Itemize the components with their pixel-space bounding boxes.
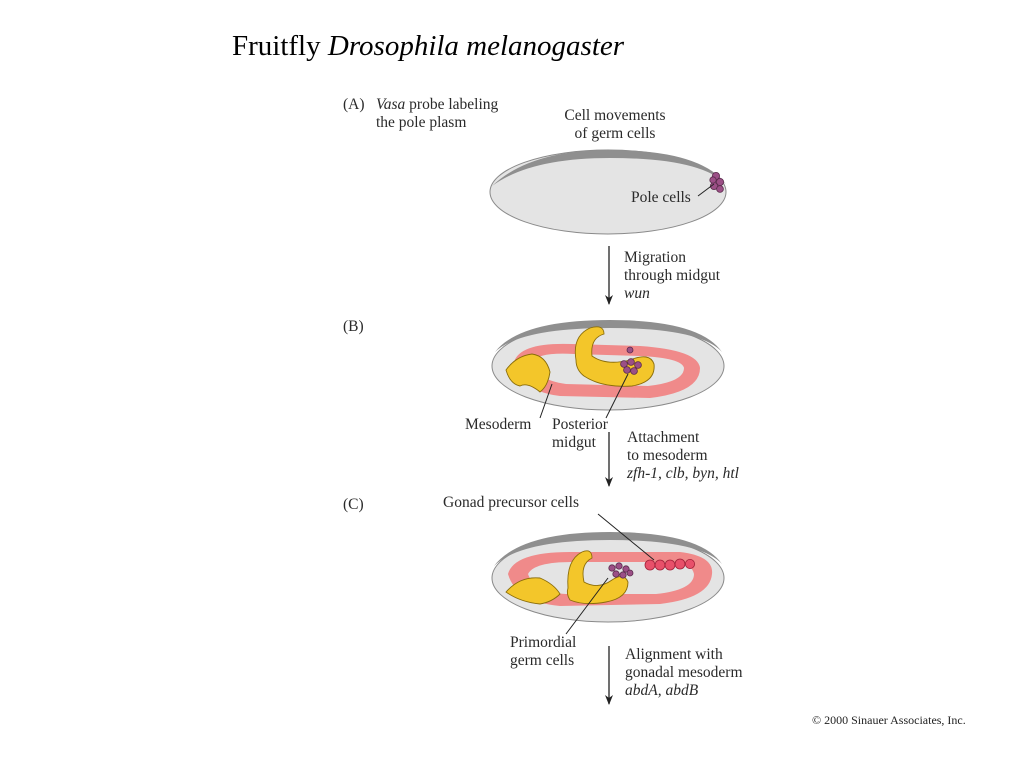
step-2-label: Attachment to mesoderm zfh-1, clb, byn, … <box>627 429 739 483</box>
step-2-line2: to mesoderm <box>627 447 708 464</box>
primordial-line1: Primordial <box>510 634 577 651</box>
pole-cell-cluster <box>709 171 725 193</box>
pole-cells-label: Pole cells <box>631 189 691 206</box>
copyright-notice: © 2000 Sinauer Associates, Inc. <box>812 713 966 727</box>
step-1-label: Migration through midgut wun <box>624 249 720 303</box>
embryo-c-posterior-midgut <box>566 550 629 605</box>
primordial-germ-cells-label: Primordial germ cells <box>510 634 576 670</box>
panel-c-tag: (C) <box>343 496 364 513</box>
cell-movements-line2: of germ cells <box>574 125 656 142</box>
step-1-line1: Migration <box>624 249 686 266</box>
gonad-precursor-cells <box>644 558 696 571</box>
gonad-precursor-label: Gonad precursor cells <box>443 494 580 511</box>
embryo-c <box>491 513 725 635</box>
posterior-midgut-label: Posterior midgut <box>552 416 608 452</box>
step-1-genes: wun <box>624 285 650 302</box>
page-title: Fruitfly Drosophila melanogaster <box>232 30 624 63</box>
cell-movements-line1: Cell movements <box>564 107 666 124</box>
embryo-a-dorsal-rim <box>492 150 726 186</box>
panel-a-caption-line1: probe labeling <box>405 96 499 113</box>
embryo-a-shell <box>489 149 727 235</box>
embryo-b-anterior-midgut <box>505 353 551 393</box>
embryo-b-mesoderm <box>514 343 700 398</box>
title-plain: Fruitfly <box>232 30 321 62</box>
primordial-germ-cells-pointer <box>565 577 609 635</box>
germ-cells-b <box>620 346 642 375</box>
step-3-genes: abdA, abdB <box>625 682 699 699</box>
embryo-b <box>491 320 725 419</box>
panel-b-tag: (B) <box>343 318 364 335</box>
step-2-line1: Attachment <box>627 429 700 446</box>
title-species: Drosophila melanogaster <box>327 30 625 62</box>
embryo-c-dorsal-rim <box>494 532 722 566</box>
panel-a-caption-line2: the pole plasm <box>376 114 467 131</box>
step-3-line2: gonadal mesoderm <box>625 664 743 681</box>
primordial-line2: germ cells <box>510 652 575 669</box>
panel-a-tag: (A) <box>343 96 365 113</box>
step-3-line1: Alignment with <box>625 646 723 663</box>
embryo-a <box>489 149 727 235</box>
posterior-line1: Posterior <box>552 416 608 433</box>
pole-cells-pointer <box>697 183 715 197</box>
embryo-c-anterior-midgut <box>505 577 561 605</box>
embryo-b-dorsal-rim <box>495 320 722 352</box>
posterior-midgut-pointer <box>605 373 629 419</box>
panel-a-caption-italic: Vasa <box>376 96 406 113</box>
germ-cells-c <box>608 562 634 579</box>
mesoderm-label: Mesoderm <box>465 416 532 433</box>
posterior-line2: midgut <box>552 434 596 451</box>
step-1-line2: through midgut <box>624 267 721 284</box>
gonad-precursor-pointer <box>597 513 655 561</box>
panel-a-caption: Vasa probe labeling the pole plasm <box>376 96 498 132</box>
mesoderm-pointer <box>539 383 553 419</box>
step-3-label: Alignment with gonadal mesoderm abdA, ab… <box>625 646 743 700</box>
cell-movements-label: Cell movements of germ cells <box>555 107 675 143</box>
step-2-genes: zfh-1, clb, byn, htl <box>627 465 739 482</box>
